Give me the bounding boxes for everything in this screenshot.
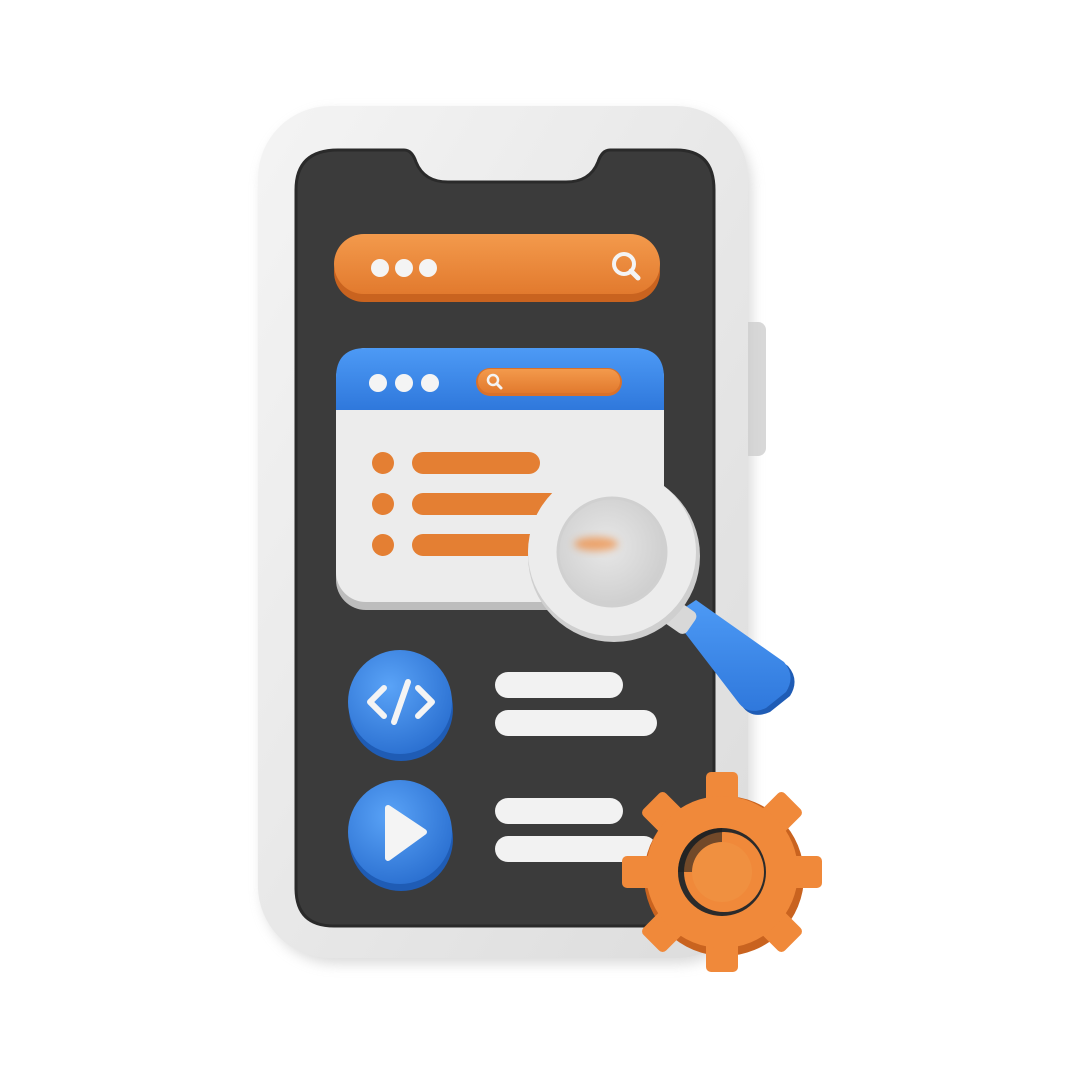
browser-address-bar[interactable] — [476, 368, 622, 396]
search-icon[interactable] — [612, 252, 641, 281]
text-placeholder-line — [495, 798, 623, 824]
code-button[interactable] — [348, 650, 453, 761]
text-placeholder-line — [495, 672, 623, 698]
browser-dot — [395, 374, 413, 392]
search-icon[interactable] — [486, 373, 503, 390]
top-search-bar[interactable] — [334, 234, 660, 302]
browser-dot — [421, 374, 439, 392]
list-item — [372, 493, 562, 515]
list-item — [372, 534, 542, 556]
gear-icon — [622, 772, 822, 972]
code-brackets-icon — [367, 679, 435, 725]
play-button[interactable] — [348, 780, 453, 891]
play-icon — [385, 805, 427, 861]
text-placeholder-line — [495, 836, 657, 862]
magnifying-glass-icon — [528, 468, 795, 715]
text-placeholder-line — [495, 710, 657, 736]
search-bar-dot — [419, 259, 437, 277]
search-bar-dot — [371, 259, 389, 277]
search-bar-dot — [395, 259, 413, 277]
browser-dot — [369, 374, 387, 392]
list-item — [372, 452, 540, 474]
